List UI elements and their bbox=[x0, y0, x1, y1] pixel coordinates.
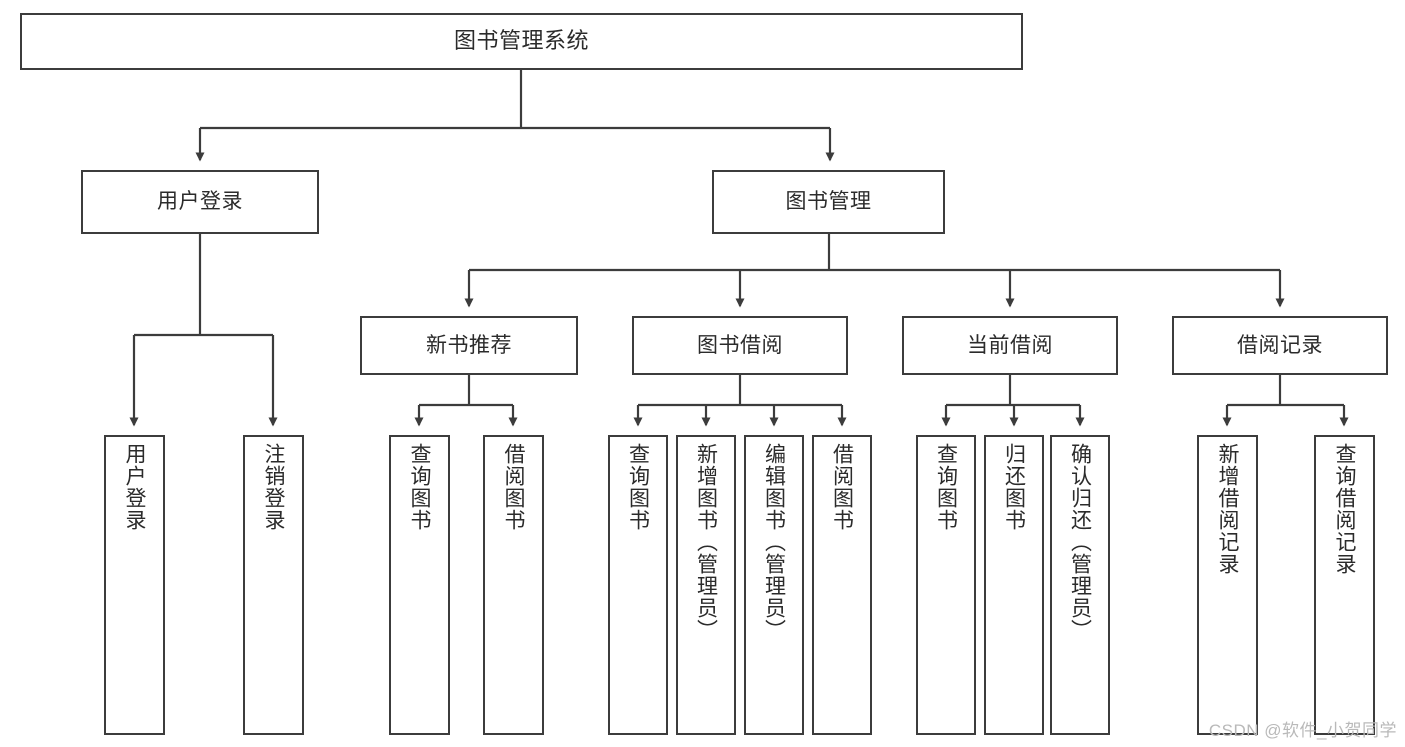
node-leaf-query-book-recommend-label: 查询图书 bbox=[408, 443, 431, 531]
node-leaf-query-book-borrow-label: 查询图书 bbox=[626, 443, 650, 531]
node-book-borrow-label: 图书借阅 bbox=[697, 333, 783, 357]
node-borrow-record[interactable]: 借阅记录 bbox=[1172, 316, 1388, 375]
node-leaf-add-borrow-record-label: 新增借阅记录 bbox=[1216, 443, 1239, 575]
node-leaf-query-book-current-label: 查询图书 bbox=[934, 443, 958, 531]
node-leaf-query-book-borrow[interactable]: 查询图书 bbox=[608, 435, 668, 735]
node-leaf-edit-book-admin[interactable]: 编辑图书（管理员） bbox=[744, 435, 804, 735]
node-leaf-user-login-label: 用户登录 bbox=[123, 443, 146, 531]
node-user-login-label: 用户登录 bbox=[157, 190, 243, 214]
node-leaf-user-login[interactable]: 用户登录 bbox=[104, 435, 165, 735]
node-leaf-logout[interactable]: 注销登录 bbox=[243, 435, 304, 735]
node-leaf-confirm-return-admin-label: 确认归还（管理员） bbox=[1068, 443, 1092, 641]
node-leaf-borrow-book-label: 借阅图书 bbox=[830, 443, 854, 531]
node-leaf-add-borrow-record[interactable]: 新增借阅记录 bbox=[1197, 435, 1258, 735]
node-leaf-query-book-current[interactable]: 查询图书 bbox=[916, 435, 976, 735]
node-borrow-record-label: 借阅记录 bbox=[1237, 333, 1323, 357]
node-leaf-query-borrow-record[interactable]: 查询借阅记录 bbox=[1314, 435, 1375, 735]
node-current-borrow-label: 当前借阅 bbox=[967, 333, 1053, 357]
node-leaf-logout-label: 注销登录 bbox=[262, 443, 285, 531]
node-leaf-borrow-book[interactable]: 借阅图书 bbox=[812, 435, 872, 735]
node-new-book-recommend-label: 新书推荐 bbox=[426, 333, 512, 357]
node-book-borrow[interactable]: 图书借阅 bbox=[632, 316, 848, 375]
node-leaf-confirm-return-admin[interactable]: 确认归还（管理员） bbox=[1050, 435, 1110, 735]
node-user-login[interactable]: 用户登录 bbox=[81, 170, 319, 234]
node-leaf-query-book-recommend[interactable]: 查询图书 bbox=[389, 435, 450, 735]
node-leaf-return-book[interactable]: 归还图书 bbox=[984, 435, 1044, 735]
node-leaf-return-book-label: 归还图书 bbox=[1002, 443, 1026, 531]
node-book-management-label: 图书管理 bbox=[785, 190, 872, 214]
node-book-management[interactable]: 图书管理 bbox=[712, 170, 945, 234]
node-root-label: 图书管理系统 bbox=[453, 28, 589, 54]
node-root[interactable]: 图书管理系统 bbox=[20, 13, 1023, 70]
node-leaf-query-borrow-record-label: 查询借阅记录 bbox=[1333, 443, 1356, 575]
node-leaf-borrow-book-recommend-label: 借阅图书 bbox=[502, 443, 525, 531]
node-leaf-add-book-admin-label: 新增图书（管理员） bbox=[694, 443, 718, 641]
node-current-borrow[interactable]: 当前借阅 bbox=[902, 316, 1118, 375]
node-leaf-edit-book-admin-label: 编辑图书（管理员） bbox=[762, 443, 786, 641]
node-new-book-recommend[interactable]: 新书推荐 bbox=[360, 316, 578, 375]
node-leaf-add-book-admin[interactable]: 新增图书（管理员） bbox=[676, 435, 736, 735]
node-leaf-borrow-book-recommend[interactable]: 借阅图书 bbox=[483, 435, 544, 735]
